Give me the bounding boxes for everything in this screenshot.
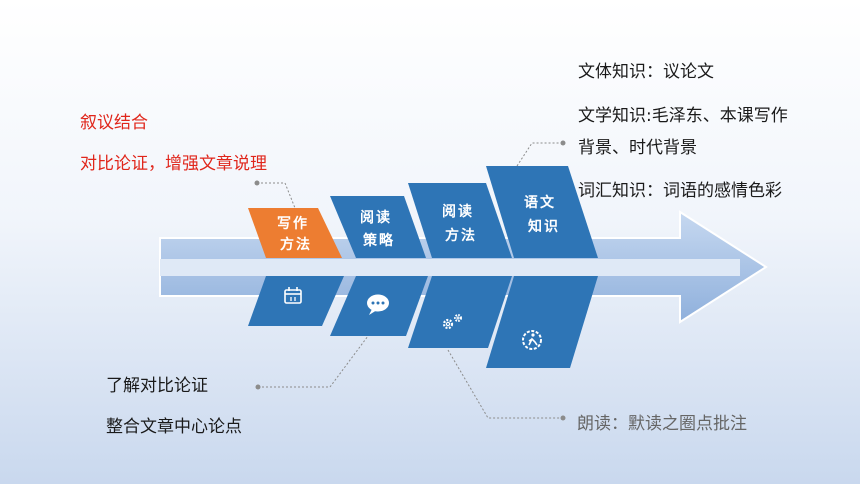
connector-reading-method	[447, 349, 563, 419]
block-reading-strategy: 阅读 策略	[330, 196, 428, 336]
note-writing-line1: 叙议结合	[80, 113, 148, 133]
connector-dot	[255, 384, 261, 390]
note-writing-line2: 对比论证，增强文章说理	[80, 154, 267, 174]
block-top-chinese-knowledge	[486, 166, 598, 258]
block-label-line1: 写作	[277, 215, 309, 232]
block-label-line1: 语文	[524, 194, 556, 211]
note-reading-method: 朗读：默读之圈点批注	[577, 414, 747, 434]
block-label-line1: 阅读	[360, 209, 392, 226]
connector-writing-method	[257, 182, 296, 209]
connector-dot	[560, 415, 566, 421]
block-top-reading-method	[408, 183, 512, 258]
block-chinese-knowledge: 语文 知识	[486, 166, 598, 368]
block-label-line1: 阅读	[442, 203, 474, 220]
block-label-line2: 知识	[528, 218, 560, 235]
chat-bubble-icon	[367, 294, 389, 315]
note-genre: 文体知识：议论文	[578, 62, 714, 82]
gears-icon	[442, 314, 462, 330]
block-writing-method: 写作 方法	[248, 208, 344, 326]
block-label-line2: 方法	[280, 236, 312, 253]
runner-gear-icon	[522, 330, 542, 350]
block-bottom-reading-method	[408, 276, 512, 348]
note-vocabulary: 词汇知识：词语的感情色彩	[578, 181, 782, 201]
note-strategy-line1: 了解对比论证	[106, 376, 208, 396]
calendar-icon	[284, 287, 302, 304]
block-label-line2: 策略	[362, 232, 395, 249]
block-reading-method: 阅读 方法	[408, 183, 512, 348]
note-strategy-line2: 整合文章中心论点	[106, 417, 242, 437]
connector-dot	[254, 180, 260, 186]
connector-chinese-knowledge	[516, 142, 563, 167]
block-bottom-writing-method	[248, 276, 344, 326]
arrow-center-band	[160, 259, 740, 276]
block-label-line2: 方法	[445, 227, 477, 244]
block-bottom-chinese-knowledge	[486, 276, 598, 368]
block-top-reading-strategy	[330, 196, 426, 258]
connector-dot	[560, 140, 566, 146]
note-literature-line2: 背景、时代背景	[578, 138, 697, 158]
block-top-writing-method	[248, 208, 342, 258]
note-literature-line1: 文学知识:毛泽东、本课写作	[578, 106, 788, 126]
connector-reading-strategy	[258, 335, 369, 388]
